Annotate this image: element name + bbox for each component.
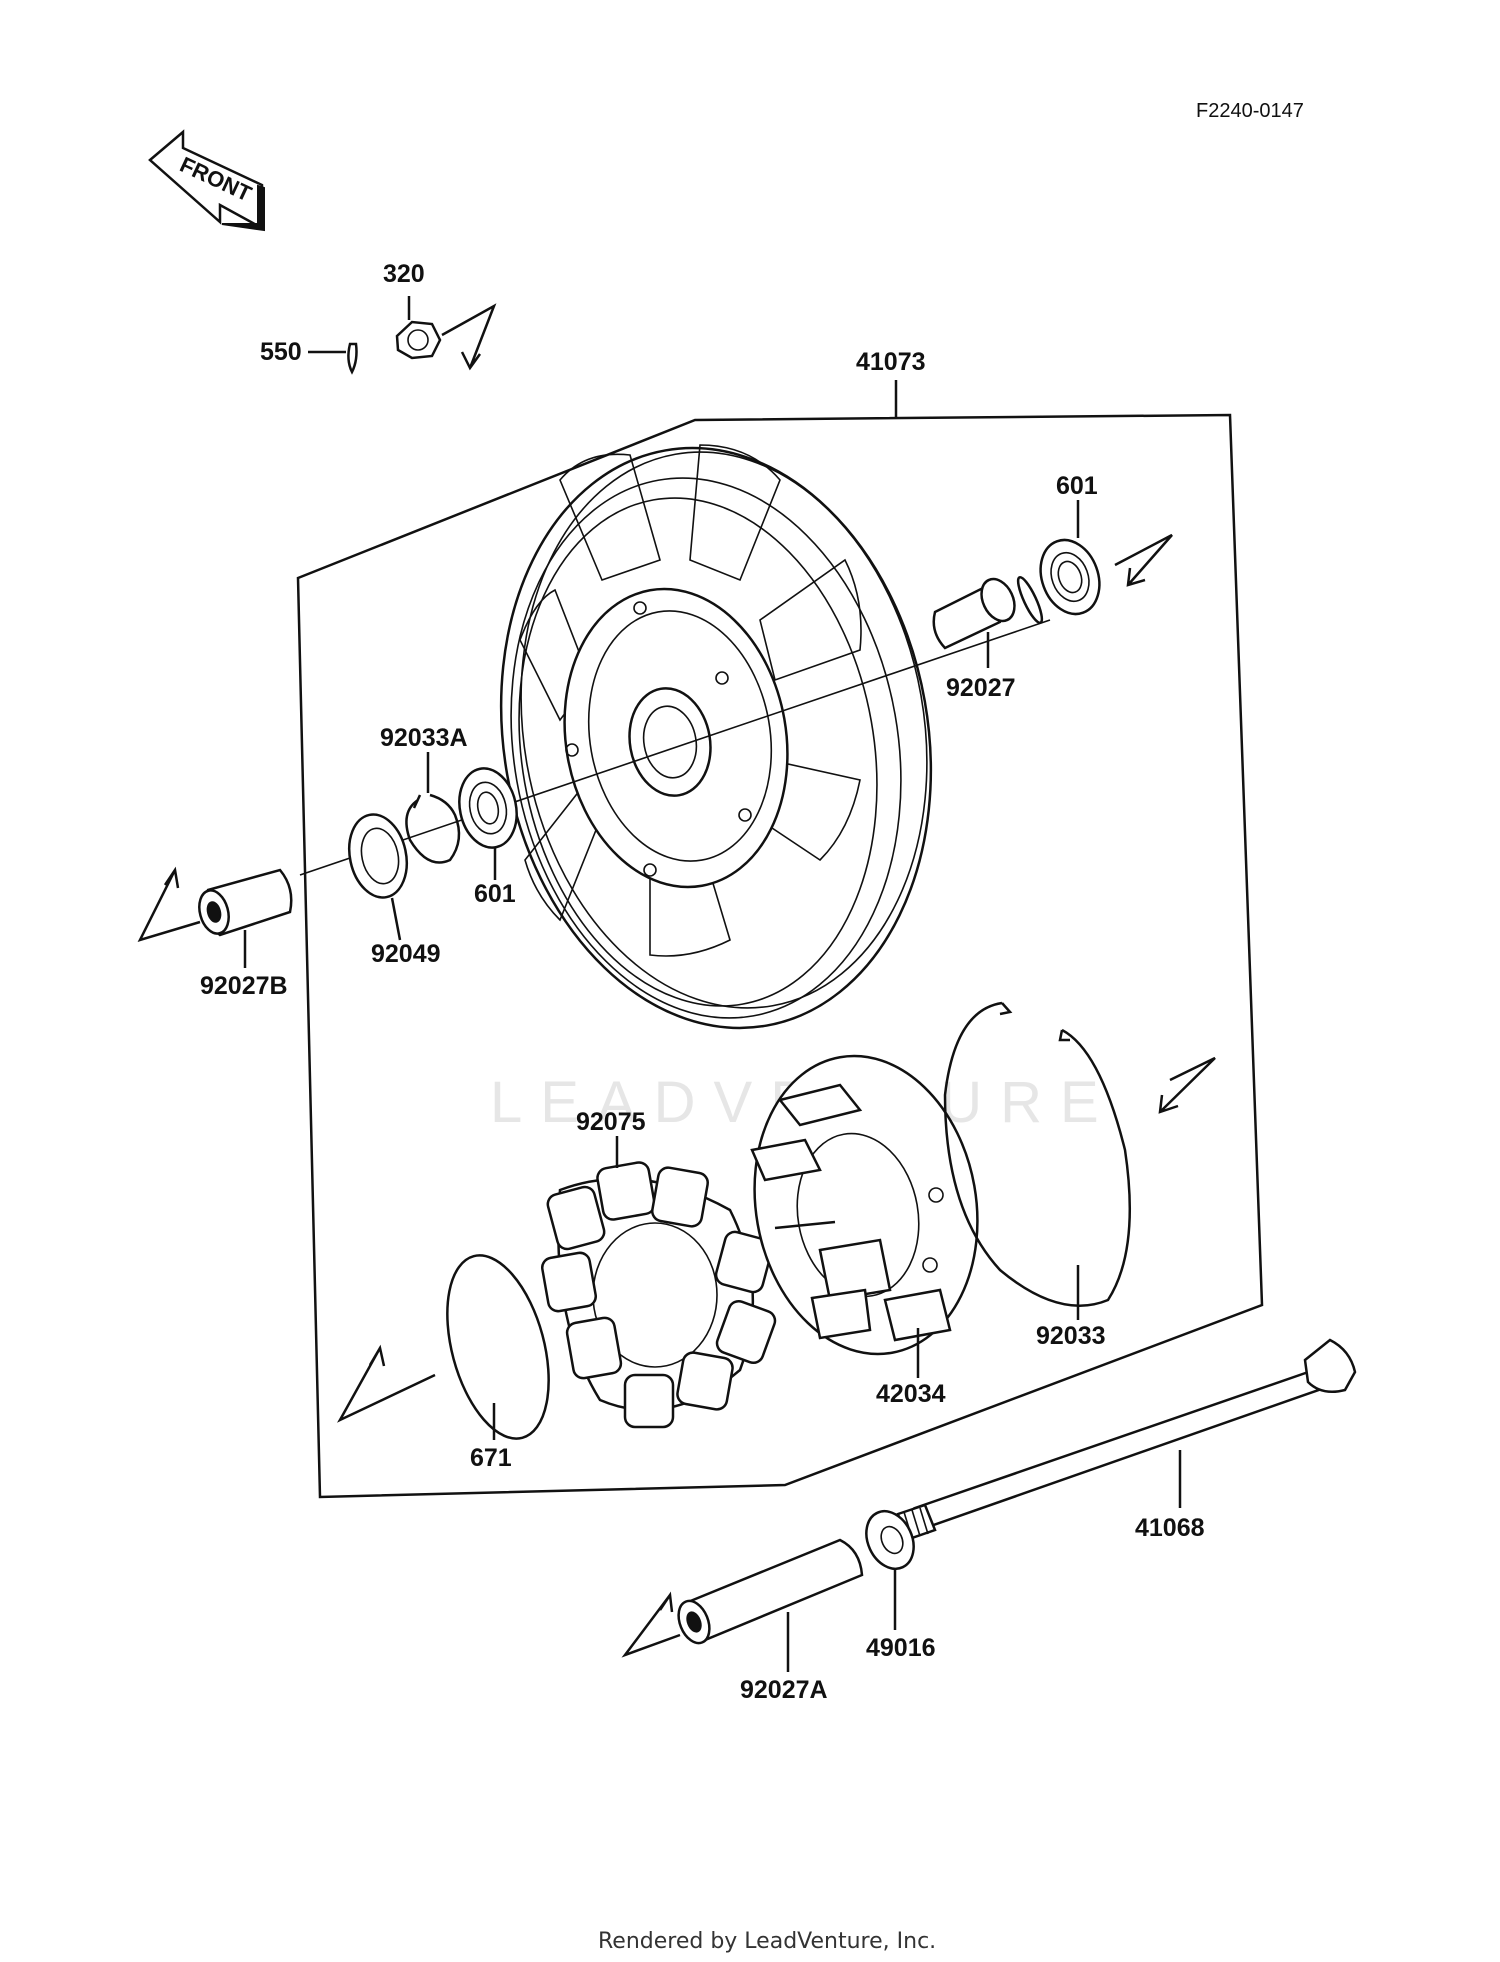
axle-41068-part — [896, 1338, 1357, 1542]
callout-41068: 41068 — [1135, 1514, 1205, 1542]
callout-92033: 92033 — [1036, 1322, 1106, 1350]
direction-arrow-icon — [441, 303, 497, 371]
direction-arrow-icon — [137, 866, 201, 943]
callout-92033A: 92033A — [380, 724, 468, 752]
callout-550: 550 — [260, 338, 302, 366]
collar-49016-part — [865, 1510, 915, 1570]
axle-centerline — [299, 619, 1051, 876]
direction-arrow-icon — [337, 1344, 436, 1423]
callout-671: 671 — [470, 1444, 512, 1472]
callout-320: 320 — [383, 260, 425, 288]
callout-601-mid: 601 — [474, 880, 516, 908]
direction-arrow-icon — [1158, 1056, 1216, 1114]
callout-92027: 92027 — [946, 674, 1016, 702]
spacer-92027A-part — [677, 1538, 864, 1645]
direction-arrow-icon — [621, 1591, 681, 1658]
callout-92049: 92049 — [371, 940, 441, 968]
callout-41073: 41073 — [856, 348, 926, 376]
callout-92075: 92075 — [576, 1108, 646, 1136]
wheel-41073-part — [499, 444, 933, 1030]
bearing-601-mid-part — [458, 767, 518, 849]
circlip-92033-part — [943, 1001, 1132, 1307]
callout-49016: 49016 — [866, 1634, 936, 1662]
assembly-outline — [296, 413, 1264, 1499]
callout-92027B: 92027B — [200, 972, 288, 1000]
front-arrow-icon: FRONT — [148, 129, 265, 232]
front-label: FRONT — [176, 152, 256, 207]
oring-671-part — [446, 1254, 550, 1440]
circlip-92033A-part — [405, 793, 461, 864]
leader-92049 — [390, 897, 402, 941]
spacer-92027B-part — [198, 868, 293, 937]
direction-arrow-icon — [1114, 533, 1173, 587]
seal-92049-part — [348, 813, 408, 899]
footer-credit: Rendered by LeadVenture, Inc. — [598, 1929, 936, 1954]
spacer-92027-part — [932, 575, 1044, 650]
bearing-601-top-part — [1039, 538, 1101, 616]
cotter-pin-550-part — [308, 342, 358, 375]
callout-42034: 42034 — [876, 1380, 946, 1408]
drawing-code: F2240-0147 — [1196, 100, 1304, 122]
coupling-42034-part — [750, 1054, 979, 1356]
nut-320-part — [395, 296, 442, 360]
damper-92075-part — [541, 1161, 777, 1429]
callout-92027A: 92027A — [740, 1676, 828, 1704]
callout-601-top: 601 — [1056, 472, 1098, 500]
